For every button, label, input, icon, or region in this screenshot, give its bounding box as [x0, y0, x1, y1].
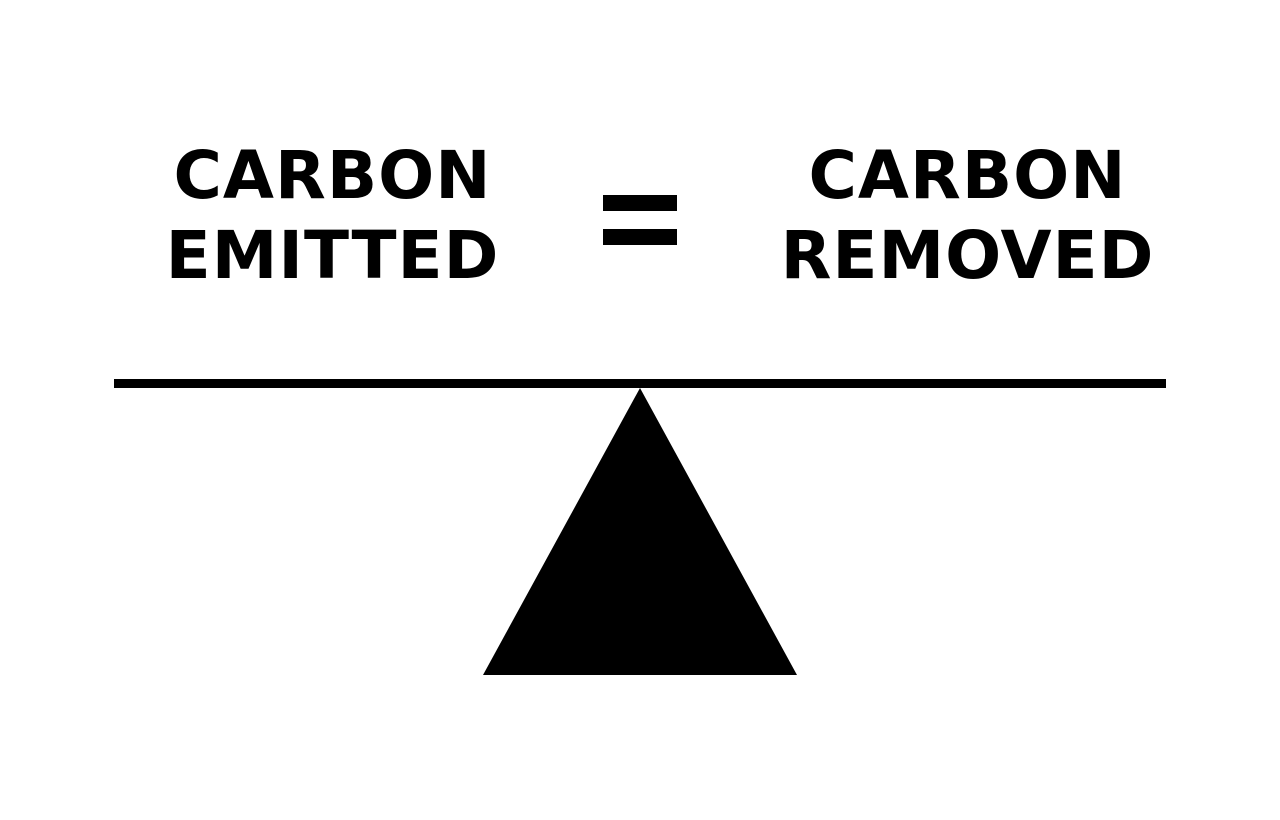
equals-bar-bottom [603, 229, 677, 245]
triangle-fulcrum-icon [483, 388, 797, 675]
carbon-emitted-line-2: EMITTED [165, 217, 500, 294]
equals-bar-top [603, 195, 677, 211]
balance-beam [114, 379, 1166, 388]
carbon-removed-label: CARBON REMOVED [775, 136, 1160, 296]
carbon-emitted-line-1: CARBON [173, 137, 492, 214]
carbon-removed-line-1: CARBON [808, 137, 1127, 214]
carbon-emitted-label: CARBON EMITTED [150, 136, 515, 296]
equals-icon [603, 195, 677, 247]
carbon-removed-line-2: REMOVED [780, 217, 1155, 294]
